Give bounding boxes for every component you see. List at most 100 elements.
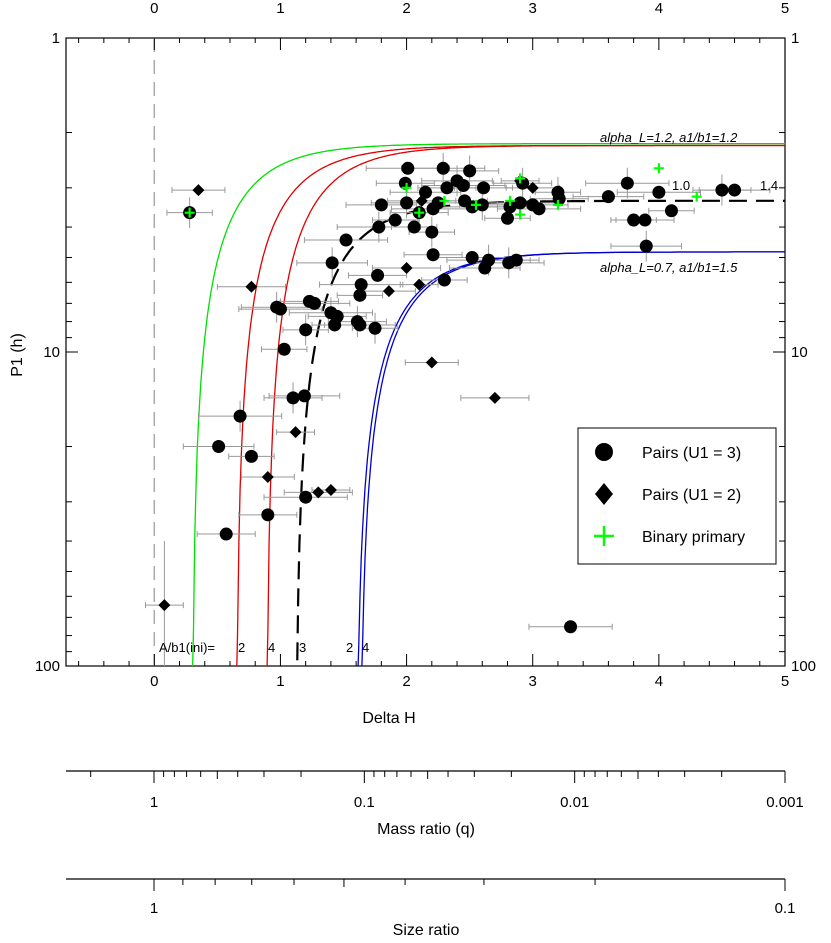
point-binary-primary [691,191,702,202]
point-pair-u3 [627,213,641,227]
point-pair-u2 [261,470,274,483]
point-pair-u3 [388,213,402,227]
mass-ratio-label: Mass ratio (q) [377,821,475,838]
point-pair-u2 [324,483,337,496]
point-pair-u3 [500,211,514,225]
point-pair-u2 [415,194,428,207]
point-pair-u3 [325,256,339,270]
x-tick-label-top: 5 [781,0,789,17]
point-pair-u3 [212,440,226,454]
point-pair-u2 [425,356,438,369]
point-pair-u3 [273,302,287,316]
point-pair-u3 [564,620,578,634]
point-pair-u3 [371,268,385,282]
point-pair-u3 [426,248,440,262]
point-pair-u3 [244,449,258,463]
y-tick-label-left: 100 [35,658,60,675]
point-pair-u3 [552,192,566,206]
point-pair-u2 [382,285,395,298]
x-tick-label-top: 0 [150,0,158,17]
point-pair-u2 [289,426,302,439]
point-pair-u3 [339,233,353,247]
y-tick-label-right: 1 [791,30,799,47]
annotation-mid-right: 1.4 [760,178,778,193]
point-pair-u3 [532,202,546,216]
point-pair-u3 [513,196,527,210]
y-tick-label-left: 1 [52,30,60,47]
point-binary-primary [515,209,526,220]
point-pair-u3 [374,198,388,212]
model-curve-black-3 [296,199,785,666]
point-binary-primary [470,199,481,210]
point-pair-u3 [353,288,367,302]
x-tick-label-bottom: 4 [655,673,663,690]
point-pair-u3 [503,200,517,214]
point-pair-u3 [261,508,275,522]
point-binary-primary [552,199,563,210]
mass-ratio-tick-label: 0.01 [560,794,589,811]
point-pair-u3 [354,278,368,292]
point-pair-u2 [413,278,426,291]
size-ratio-tick-label: 0.1 [775,900,796,917]
point-pair-u3 [398,176,412,190]
point-pair-u3 [639,239,653,253]
legend-label-u2: Pairs (U1 = 2) [642,487,741,504]
point-pair-u3 [431,196,445,210]
mass-ratio-tick-label: 0.1 [354,794,375,811]
point-pair-u3 [664,204,678,218]
point-pair-u3 [437,273,451,287]
annotation-ini-value-1: 2 [238,640,245,655]
point-pair-u2 [312,486,325,499]
point-pair-u3 [436,161,450,175]
point-pair-u3 [286,391,300,405]
annotation-top-curve: alpha_L=1.2, a1/b1=1.2 [600,130,738,145]
point-pair-u3 [463,164,477,178]
point-pair-u3 [425,225,439,239]
point-pair-u3 [620,176,634,190]
size-ratio-label: Size ratio [393,922,460,938]
point-pair-u3 [307,296,321,310]
point-pair-u3 [407,220,421,234]
x-tick-label-bottom: 2 [402,673,410,690]
point-pair-u2 [526,181,539,194]
legend-label-u3: Pairs (U1 = 3) [642,445,741,462]
model-curve-red-2 [266,144,785,666]
point-pair-u3 [372,220,386,234]
x-tick-label-top: 2 [402,0,410,17]
point-pair-u3 [440,181,454,195]
point-binary-primary [515,173,526,184]
point-pair-u3 [330,309,344,323]
x-tick-label-bottom: 5 [781,673,789,690]
point-pair-u3 [475,198,489,212]
point-pair-u2 [192,184,205,197]
annotation-ini-prefix: A/b1(ini)= [159,640,215,655]
point-pair-u3 [297,389,311,403]
point-binary-primary [184,207,195,218]
point-pair-u3 [401,161,415,175]
point-pair-u2 [488,391,501,404]
x-tick-label-bottom: 1 [276,673,284,690]
point-binary-primary [653,163,664,174]
point-pair-u3 [652,185,666,199]
point-pair-u3 [509,253,523,267]
y-tick-label-left: 10 [43,344,60,361]
point-pair-u3 [277,342,291,356]
x-tick-label-bottom: 0 [150,673,158,690]
point-pair-u3 [353,318,367,332]
annotation-ini-value-4: 2 [346,640,353,655]
model-curve-blue-5 [361,251,785,666]
legend-label-binary: Binary primary [642,529,745,546]
legend: Pairs (U1 = 3) Pairs (U1 = 2) Binary pri… [577,427,777,565]
point-pair-u3 [482,253,496,267]
curves-layer [192,142,785,666]
legend-plus-marker [594,526,614,546]
size-ratio-axis [66,878,786,891]
point-binary-primary [439,195,450,206]
mass-ratio-tick-label: 0.001 [766,794,804,811]
y-axis-label: P1 (h) [9,333,26,377]
annotation-bottom-curve: alpha_L=0.7, a1/b1=1.5 [600,260,738,275]
point-pair-u3 [456,179,470,193]
annotation-ini-value-5: 4 [362,640,369,655]
